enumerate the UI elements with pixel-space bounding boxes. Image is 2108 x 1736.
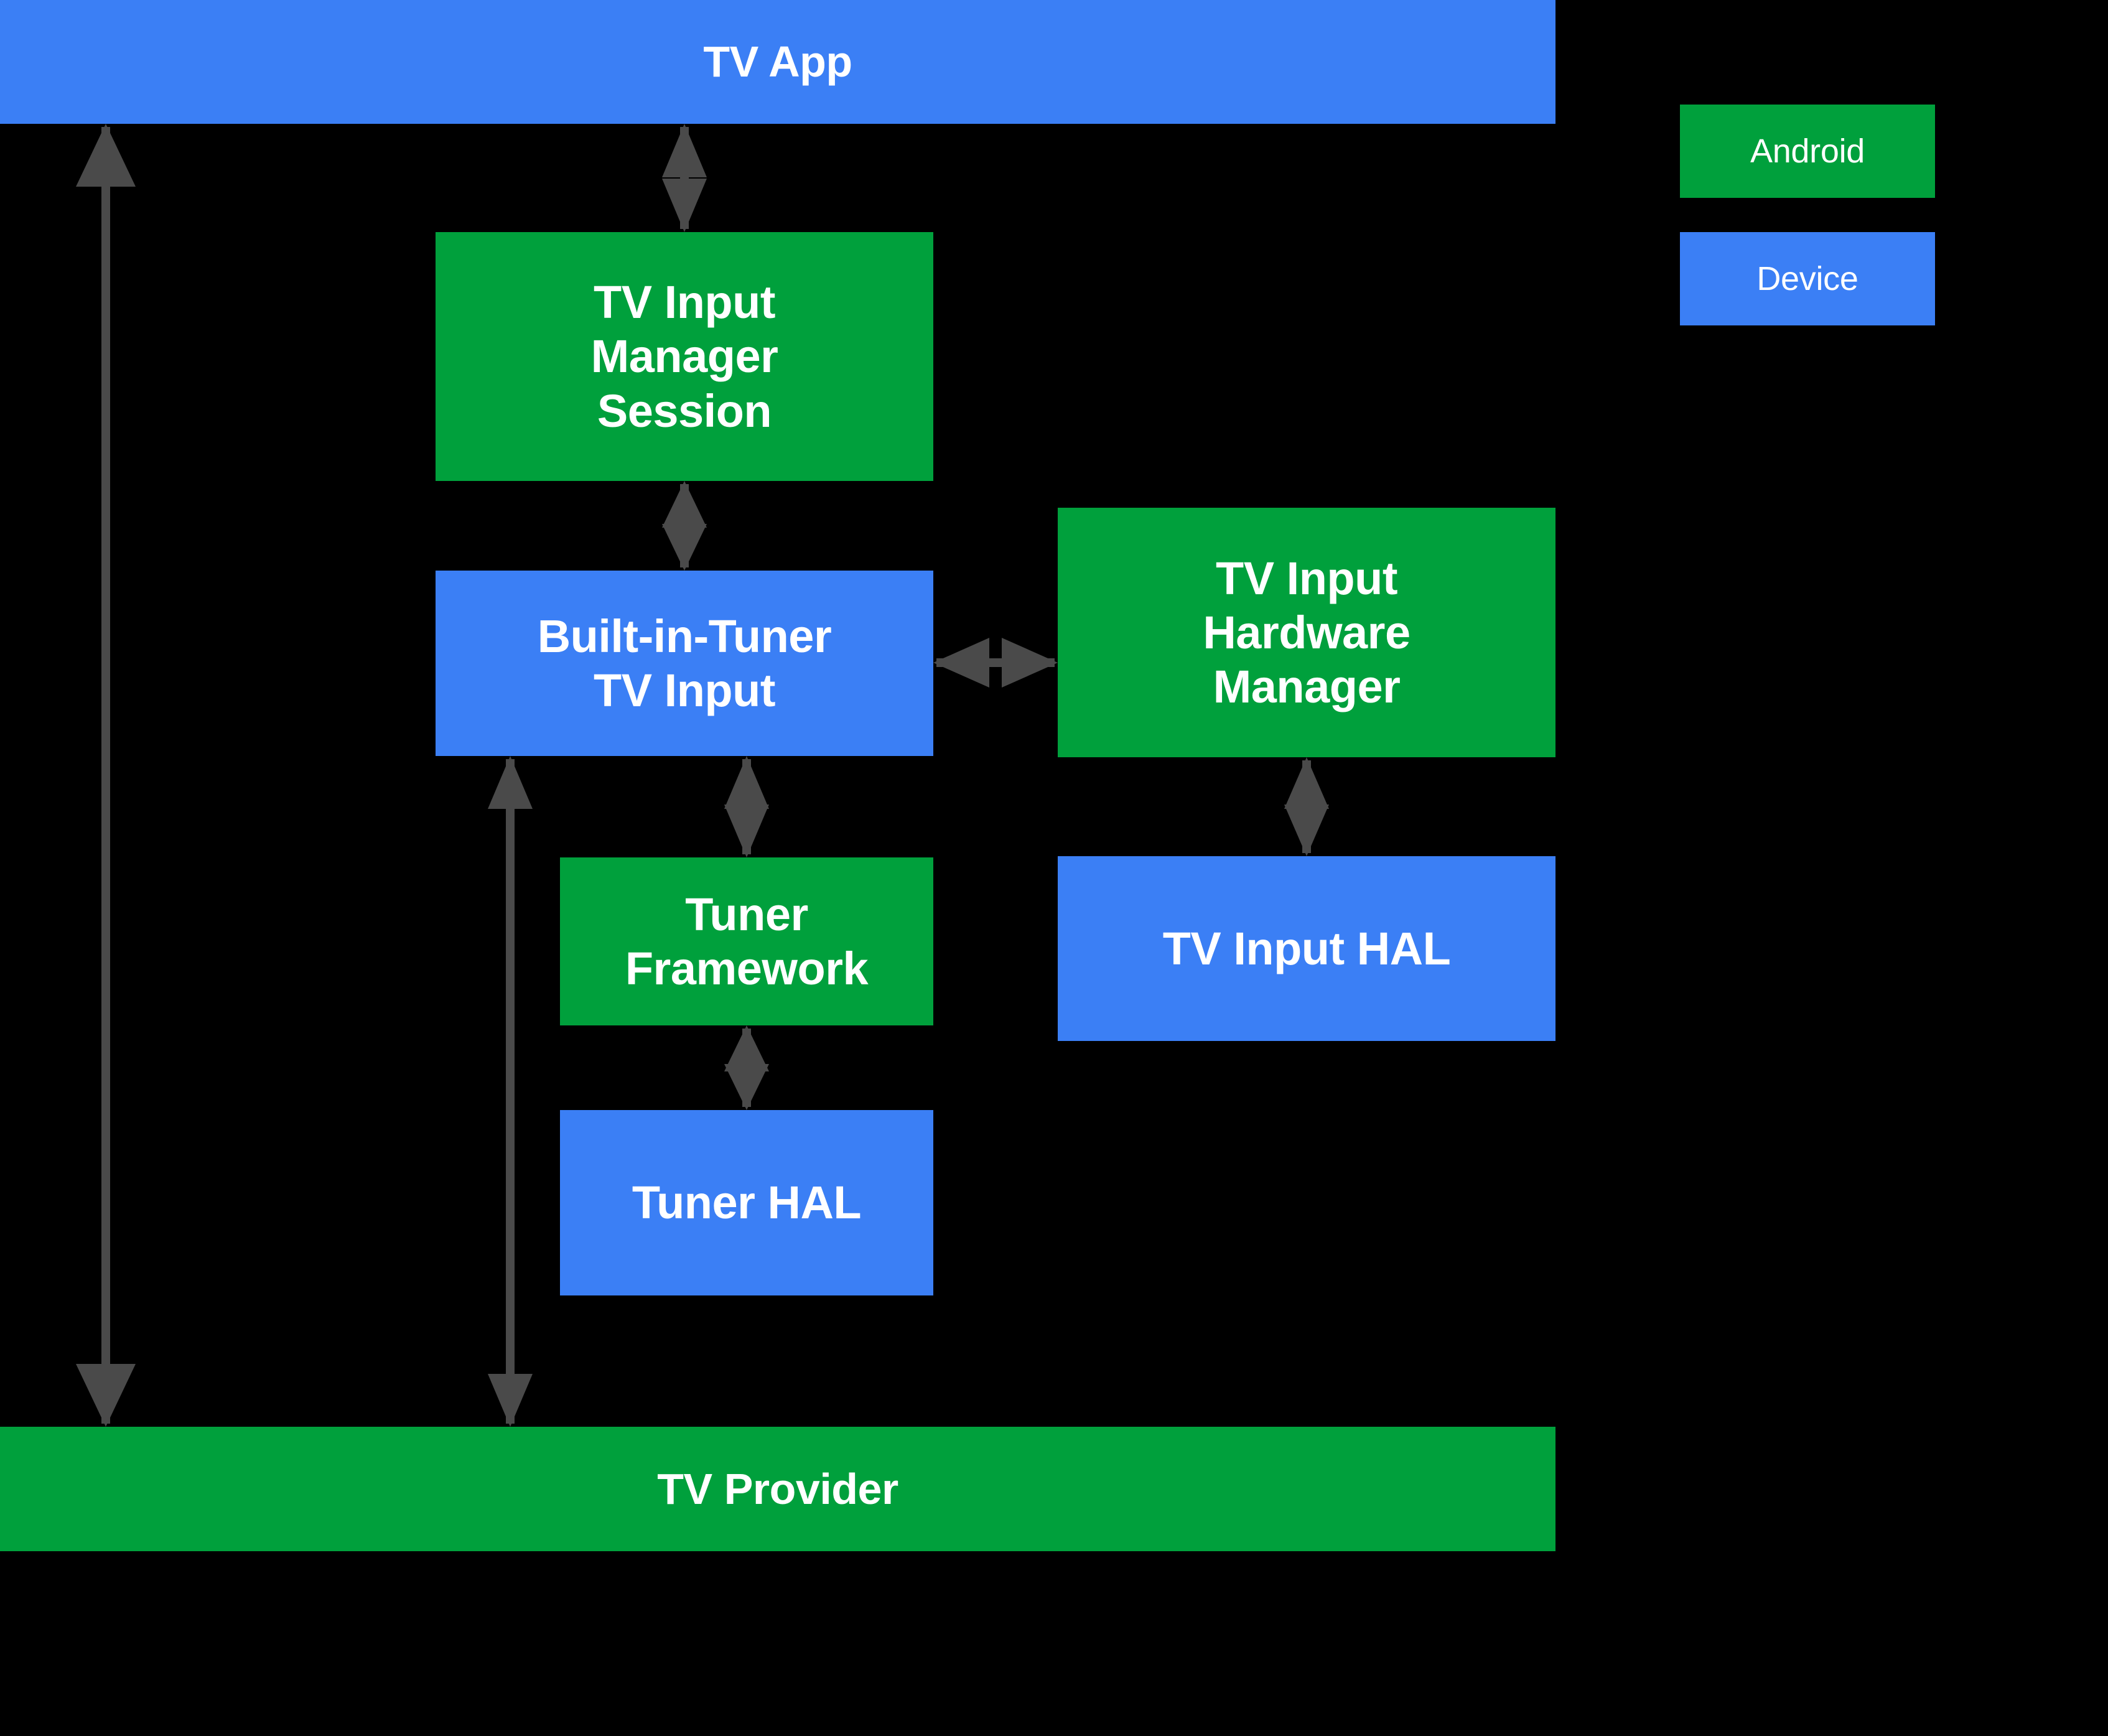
- node-tuner-framework[interactable]: Tuner Framework: [560, 857, 933, 1025]
- node-tv-provider-label: TV Provider: [657, 1464, 898, 1513]
- connector-tv-app-tv-provider: [76, 124, 136, 1427]
- node-tuner-hal[interactable]: Tuner HAL: [560, 1110, 933, 1295]
- node-built-in-tuner-tv-input[interactable]: Built-in-Tuner TV Input: [436, 571, 933, 756]
- connector-built-in-tuner-tv-input-hardware-manager: [933, 638, 1058, 688]
- node-tv-provider[interactable]: TV Provider: [0, 1427, 1555, 1551]
- node-tv-input-hal-label: TV Input HAL: [1162, 922, 1451, 974]
- node-tuner-framework-label: Tuner Framework: [625, 888, 869, 994]
- node-tuner-hal-label: Tuner HAL: [632, 1177, 862, 1229]
- legend-item-device-label: Device: [1756, 260, 1858, 297]
- node-tv-app[interactable]: TV App: [0, 0, 1555, 124]
- node-tv-input-hal[interactable]: TV Input HAL: [1058, 856, 1555, 1041]
- connector-tuner-framework-tuner-hal: [724, 1025, 769, 1110]
- node-tv-input-hardware-manager-label: TV Input Hardware Manager: [1203, 552, 1411, 713]
- legend-item-device[interactable]: Device: [1680, 232, 1935, 325]
- legend-item-android[interactable]: Android: [1680, 105, 1935, 198]
- connector-tv-input-hardware-manager-tv-input-hal: [1284, 757, 1329, 856]
- connector-tv-app-tv-input-manager-session: [662, 124, 707, 232]
- node-tv-input-manager-session-label: TV Input Manager Session: [590, 276, 778, 437]
- connector-built-in-tuner-tv-provider: [488, 756, 533, 1427]
- connector-tv-input-manager-session-built-in-tuner: [662, 481, 707, 571]
- node-tv-app-label: TV App: [703, 37, 852, 86]
- node-tv-input-hardware-manager[interactable]: TV Input Hardware Manager: [1058, 508, 1555, 757]
- node-built-in-tuner-tv-input-label: Built-in-Tuner TV Input: [537, 610, 832, 716]
- legend-item-android-label: Android: [1750, 133, 1865, 170]
- node-tv-input-manager-session[interactable]: TV Input Manager Session: [436, 232, 933, 481]
- connector-built-in-tuner-tuner-framework: [724, 756, 769, 857]
